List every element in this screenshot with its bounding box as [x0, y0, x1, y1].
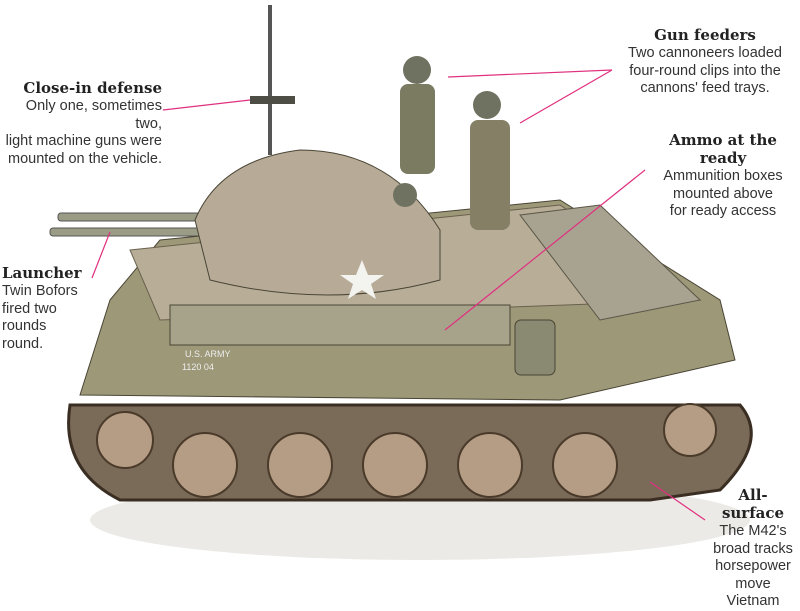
- ammo-box: [169, 304, 511, 346]
- callout-ammo-at-the-ready: Ammo at the ready Ammunition boxes mount…: [648, 131, 798, 221]
- hull-marking: U.S. ARMY: [185, 349, 231, 359]
- crewman-helmet: [403, 56, 431, 84]
- callout-title: Gun feeders: [654, 26, 756, 44]
- leader-launcher: [91, 231, 111, 279]
- machine-gun: [250, 96, 295, 104]
- crewman: [400, 84, 435, 174]
- callout-line: move: [735, 575, 771, 592]
- callout-line: round.: [2, 335, 44, 352]
- callout-line: mounted on the vehicle.: [8, 150, 162, 167]
- callout-line: four-round clips into the: [629, 62, 781, 79]
- leader-close-in: [162, 99, 251, 111]
- callout-line: fired two: [2, 300, 57, 317]
- leader-ammo: [444, 169, 646, 331]
- callout-title: Launcher: [2, 264, 82, 282]
- callout-title: All-surface: [721, 486, 785, 522]
- callout-line: mounted above: [673, 185, 773, 202]
- callout-line: horsepower: [715, 558, 791, 574]
- callout-title: Close-in defense: [23, 79, 162, 97]
- callout-all-surface: All-surface The M42's broad tracks horse…: [708, 486, 798, 611]
- callout-line: Ammunition boxes: [663, 168, 783, 184]
- callout-line: Two cannoneers loaded: [628, 45, 782, 61]
- crewman: [470, 120, 510, 230]
- callout-line: Only one, sometimes two,: [25, 98, 162, 132]
- hull-serial: 1120 04: [182, 362, 214, 372]
- leader-gun-feeders-1: [447, 69, 613, 78]
- star-insignia: [340, 260, 384, 299]
- leader-all-surface: [649, 481, 706, 521]
- mg-mast: [268, 5, 272, 155]
- callout-line: rounds: [2, 318, 47, 334]
- callout-gun-feeders: Gun feeders Two cannoneers loaded four-r…: [612, 26, 798, 98]
- callout-line: cannons' feed trays.: [640, 80, 770, 96]
- callout-line: light machine guns were: [5, 133, 162, 149]
- crewman-helmet: [473, 91, 501, 119]
- leader-lines: [91, 69, 706, 521]
- callout-line: for ready access: [669, 203, 777, 219]
- callout-line: broad tracks: [713, 540, 793, 557]
- callout-title: Ammo at the ready: [669, 131, 777, 167]
- leader-gun-feeders-2: [519, 69, 613, 124]
- callout-line: The M42's: [719, 523, 787, 539]
- road-wheels: [96, 403, 717, 498]
- callout-line: Vietnam: [726, 593, 780, 609]
- callout-close-in-defense: Close-in defense Only one, sometimes two…: [0, 79, 162, 168]
- callout-line: Twin Bofors: [2, 283, 78, 299]
- callout-launcher: Launcher Twin Bofors fired two rounds ro…: [2, 264, 102, 353]
- crewman-helmet: [393, 183, 417, 207]
- fuel-drum: [514, 319, 556, 376]
